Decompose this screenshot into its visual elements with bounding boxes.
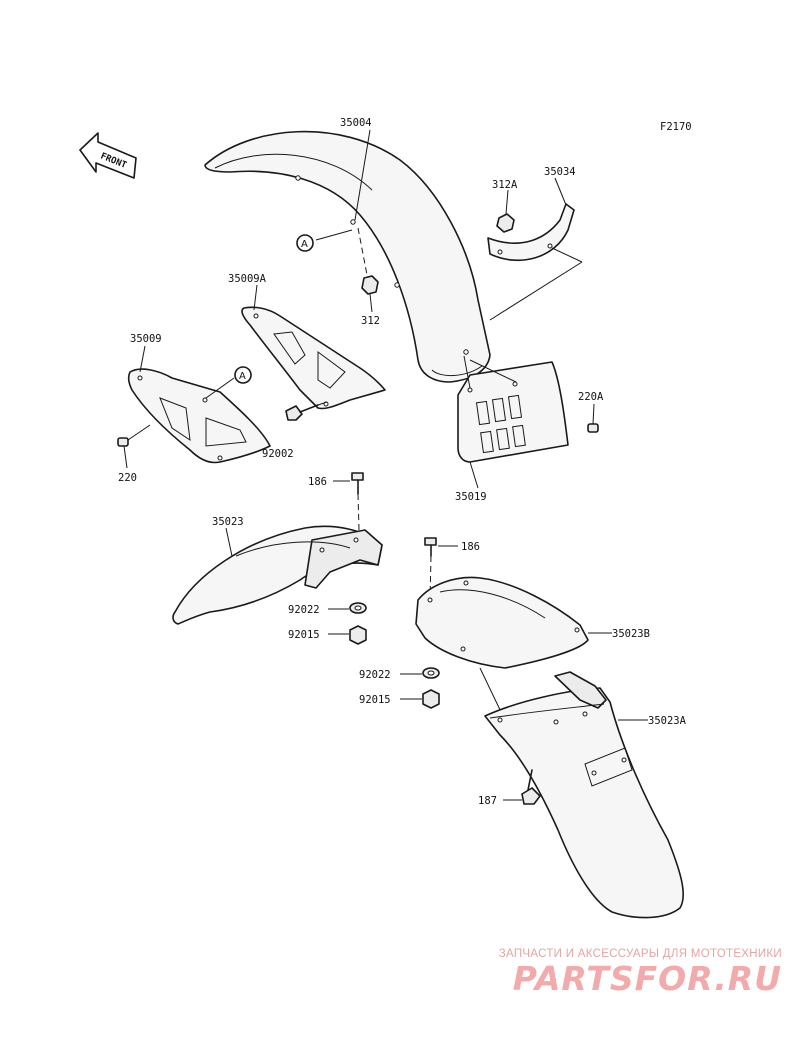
dash-312 [357, 227, 369, 281]
align-line-1 [551, 247, 583, 263]
dash-186-upper [357, 493, 360, 531]
bolt-187 [521, 769, 541, 805]
align-plate-2 [469, 359, 517, 383]
plate-35009 [127, 368, 271, 464]
front-fender-35004 [204, 130, 491, 383]
nut-92015-right [422, 689, 440, 709]
label-35023a: 35023A [648, 715, 687, 727]
align-line-2 [489, 261, 583, 321]
leader-35009 [139, 345, 146, 373]
screw-220 [117, 437, 129, 447]
leader-35009a [253, 284, 258, 311]
rear-fender-35023a [484, 671, 684, 919]
label-312a: 312A [492, 179, 518, 191]
align-cover-rear [479, 667, 503, 715]
label-35009a: 35009A [228, 273, 267, 285]
label-35023b: 35023B [612, 628, 650, 640]
dash-186-right [429, 555, 432, 601]
label-92002: 92002 [262, 448, 294, 460]
leader-35004 [354, 129, 371, 221]
nut-312 [361, 275, 379, 295]
leader-312a [505, 189, 509, 215]
leader-ref-a-upper [315, 229, 353, 241]
label-186-right: 186 [461, 541, 480, 553]
front-arrow-label: FRONT [99, 152, 128, 172]
nut-312a [496, 213, 515, 233]
label-35034: 35034 [544, 166, 576, 178]
ref-circle-lower [234, 366, 252, 384]
bracket-35034 [487, 203, 575, 262]
bolt-186-upper [351, 472, 364, 495]
screw-220a [587, 423, 599, 433]
label-35023: 35023 [212, 516, 244, 528]
label-92015-left: 92015 [288, 629, 320, 641]
label-312: 312 [361, 315, 380, 327]
plate-35009a [241, 306, 386, 410]
align-220 [127, 424, 151, 441]
label-187: 187 [478, 795, 497, 807]
leader-220 [123, 445, 128, 469]
leader-312 [369, 293, 373, 313]
diagram-code: F2170 [660, 121, 692, 133]
cover-35023b [415, 576, 589, 669]
align-plate-1 [463, 355, 471, 389]
fender-35023 [172, 525, 383, 625]
washer-92022-left [349, 602, 367, 614]
watermark-tagline: ЗАПЧАСТИ И АКСЕССУАРЫ ДЛЯ МОТОТЕХНИКИ [498, 948, 782, 960]
leader-35023 [225, 527, 233, 557]
ref-marker-upper: A [301, 239, 308, 250]
label-35004: 35004 [340, 117, 372, 129]
leader-ref-a-lower [205, 377, 235, 399]
watermark-logo: PARTSFOR.RU [512, 959, 782, 998]
ref-circle-upper [296, 234, 314, 252]
front-arrow-icon: FRONT [79, 132, 137, 179]
label-92022-left: 92022 [288, 604, 320, 616]
nut-92015-left [349, 625, 367, 645]
label-35009: 35009 [130, 333, 162, 345]
leader-35019 [469, 461, 479, 489]
align-92002 [317, 401, 328, 406]
ref-marker-lower: A [239, 371, 246, 382]
label-220a: 220A [578, 391, 604, 403]
label-35019: 35019 [455, 491, 487, 503]
leader-35034 [554, 177, 567, 206]
plate-35019 [457, 361, 569, 463]
label-92015-right: 92015 [359, 694, 391, 706]
bolt-92002 [285, 404, 319, 421]
label-186-upper: 186 [308, 476, 327, 488]
watermark: ЗАПЧАСТИ И АКСЕССУАРЫ ДЛЯ МОТОТЕХНИКИ PA… [499, 948, 782, 998]
label-220: 220 [118, 472, 137, 484]
washer-92022-right [422, 667, 440, 679]
leader-220a [592, 403, 595, 425]
bolt-186-right [424, 537, 437, 557]
label-92022-right: 92022 [359, 669, 391, 681]
